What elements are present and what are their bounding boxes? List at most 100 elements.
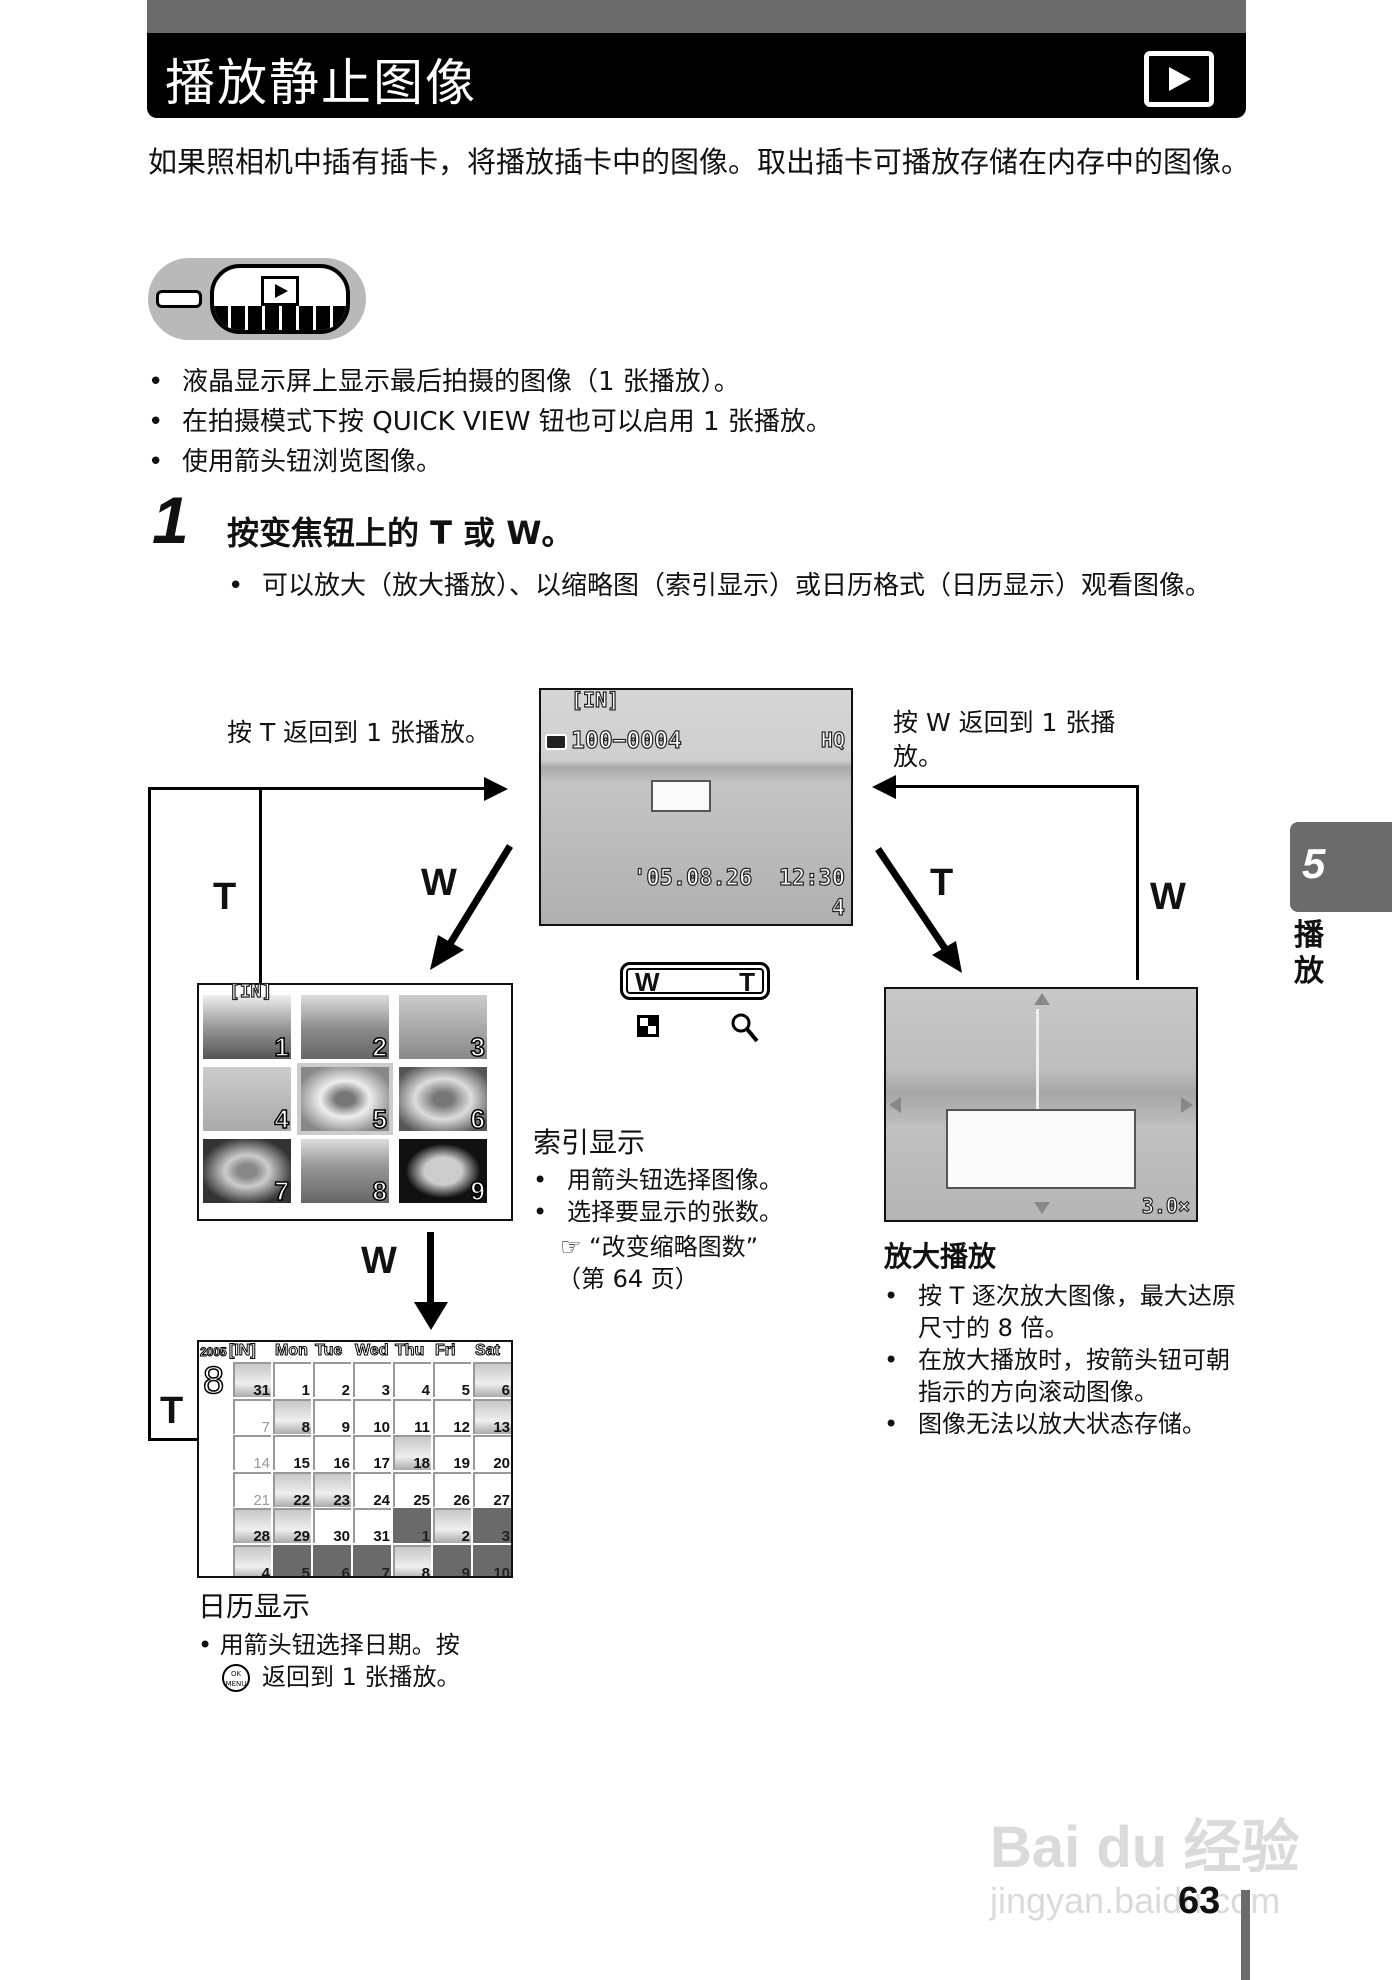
pointing-hand-icon: ☞	[560, 1233, 582, 1261]
thumbnail-number: 4	[274, 1103, 290, 1131]
thumbnail[interactable]: 5	[297, 1063, 393, 1135]
step-heading: 按变焦钮上的 T 或 W。	[227, 514, 574, 552]
day-number: 10	[373, 1418, 390, 1436]
calendar-day[interactable]: 31	[353, 1508, 391, 1545]
calendar-day[interactable]: 17	[353, 1435, 391, 1472]
calendar-day[interactable]: 12	[433, 1398, 471, 1436]
calendar-day[interactable]: 31	[233, 1362, 271, 1399]
magnifier-icon	[731, 1013, 759, 1043]
w-label: W	[1150, 876, 1186, 918]
calendar-day[interactable]: 3	[473, 1508, 511, 1545]
page-title: 播放静止图像	[165, 54, 477, 112]
calendar-day[interactable]: 10	[353, 1398, 391, 1436]
thumbnail[interactable]: 1	[203, 995, 291, 1059]
thumbnail[interactable]: 9	[399, 1139, 487, 1203]
calendar-day[interactable]: 6	[313, 1544, 351, 1576]
back-w-label: 按 W 返回到 1 张播放。	[893, 708, 1116, 771]
day-number: 25	[413, 1491, 430, 1509]
calendar-day[interactable]: 23	[313, 1471, 351, 1509]
arrow-down-icon	[414, 1302, 448, 1330]
calendar-day[interactable]: 27	[473, 1471, 511, 1509]
calendar-day[interactable]: 25	[393, 1471, 431, 1509]
calendar-day[interactable]: 19	[433, 1435, 471, 1472]
thumbnail[interactable]: 6	[399, 1067, 487, 1131]
connector	[896, 785, 1138, 788]
calendar-day[interactable]: 10	[473, 1544, 511, 1576]
calendar-day[interactable]: 9	[313, 1398, 351, 1436]
calendar-day[interactable]: 13	[473, 1398, 511, 1436]
calendar-day[interactable]: 22	[273, 1471, 311, 1509]
day-number: 31	[373, 1528, 390, 1545]
day-number: 21	[253, 1491, 270, 1509]
day-number: 7	[261, 1418, 270, 1436]
calendar-day[interactable]: 28	[233, 1508, 271, 1545]
calendar-day[interactable]: 5	[433, 1362, 471, 1399]
thumbnail[interactable]: 4	[203, 1067, 291, 1131]
calendar-title: 日历显示	[198, 1590, 311, 1623]
frame-number: 4	[831, 895, 845, 921]
calendar-day[interactable]: 26	[433, 1471, 471, 1509]
calendar-day[interactable]: 3	[353, 1362, 391, 1399]
page-number: 63	[1178, 1880, 1221, 1922]
calendar-day[interactable]: 30	[313, 1508, 351, 1545]
day-number: 15	[293, 1455, 310, 1472]
header-band	[147, 0, 1246, 33]
day-number: 4	[421, 1382, 430, 1399]
zoom-playback-screen: 3.0×	[884, 987, 1198, 1222]
calendar-day[interactable]: 29	[273, 1508, 311, 1545]
calendar-day[interactable]: 11	[393, 1398, 431, 1436]
scroll-down-icon	[1034, 1202, 1050, 1214]
calendar-day[interactable]: 16	[313, 1435, 351, 1472]
t-label: T	[213, 876, 237, 918]
bullet: 图像无法以放大状态存储。	[884, 1408, 1244, 1440]
watermark-url: jingyan.baidu.com	[990, 1880, 1281, 1921]
calendar-day[interactable]: 7	[233, 1398, 271, 1436]
chapter-tab: 5	[1290, 822, 1392, 912]
watermark-logo: Bai du 经验	[990, 1815, 1300, 1880]
day-number: 2	[341, 1382, 350, 1399]
connector	[148, 787, 151, 1441]
arrow-left-icon	[872, 775, 896, 799]
calendar-day[interactable]: 24	[353, 1471, 391, 1509]
file-icon	[545, 734, 567, 750]
calendar-bullet: • 用箭头钮选择日期。按	[198, 1631, 460, 1659]
thumbnail[interactable]: 3	[399, 995, 487, 1059]
w-label: W	[361, 1240, 397, 1282]
calendar-day[interactable]: 2	[313, 1362, 351, 1399]
calendar-day[interactable]: 15	[273, 1435, 311, 1472]
thumbnail[interactable]: 7	[203, 1139, 291, 1203]
calendar-day[interactable]: 14	[233, 1435, 271, 1472]
memory-indicator: [IN]	[228, 980, 273, 1002]
calendar-day[interactable]: 2	[433, 1508, 471, 1545]
calendar-day[interactable]: 4	[393, 1362, 431, 1399]
calendar-day[interactable]: 6	[473, 1362, 511, 1399]
bullet: 使用箭头钮浏览图像。	[148, 442, 832, 482]
index-title: 索引显示	[533, 1126, 646, 1159]
calendar-day[interactable]: 7	[353, 1544, 391, 1576]
connector	[427, 1232, 434, 1312]
calendar-day[interactable]: 21	[233, 1471, 271, 1509]
zoom-bullets: 按 T 逐次放大图像，最大达原尺寸的 8 倍。 在放大播放时，按箭头钮可朝指示的…	[884, 1280, 1244, 1440]
calendar-day[interactable]: 4	[233, 1544, 271, 1576]
day-number: 3	[501, 1528, 510, 1545]
calendar-day[interactable]: 20	[473, 1435, 511, 1472]
thumbnail[interactable]: 2	[301, 995, 389, 1059]
scroll-left-icon	[889, 1097, 901, 1113]
arrow-right-icon	[484, 777, 508, 801]
calendar-day[interactable]: 1	[273, 1362, 311, 1399]
calendar-day[interactable]: 8	[393, 1544, 431, 1578]
quality-indicator: HQ	[820, 727, 845, 752]
calendar-day[interactable]: 1	[393, 1508, 431, 1545]
thumbnail-number: 3	[470, 1031, 486, 1059]
calendar-day[interactable]: 8	[273, 1398, 311, 1436]
calendar-day[interactable]: 5	[273, 1544, 311, 1576]
calendar-day[interactable]: 9	[433, 1544, 471, 1576]
day-number: 13	[493, 1418, 510, 1436]
reference: ☞ “改变缩略图数”	[560, 1230, 758, 1264]
day-number: 8	[421, 1564, 430, 1578]
thumbnail[interactable]: 8	[301, 1139, 389, 1203]
calendar-day[interactable]: 18	[393, 1435, 431, 1472]
chapter-label: 播放	[1294, 918, 1324, 989]
